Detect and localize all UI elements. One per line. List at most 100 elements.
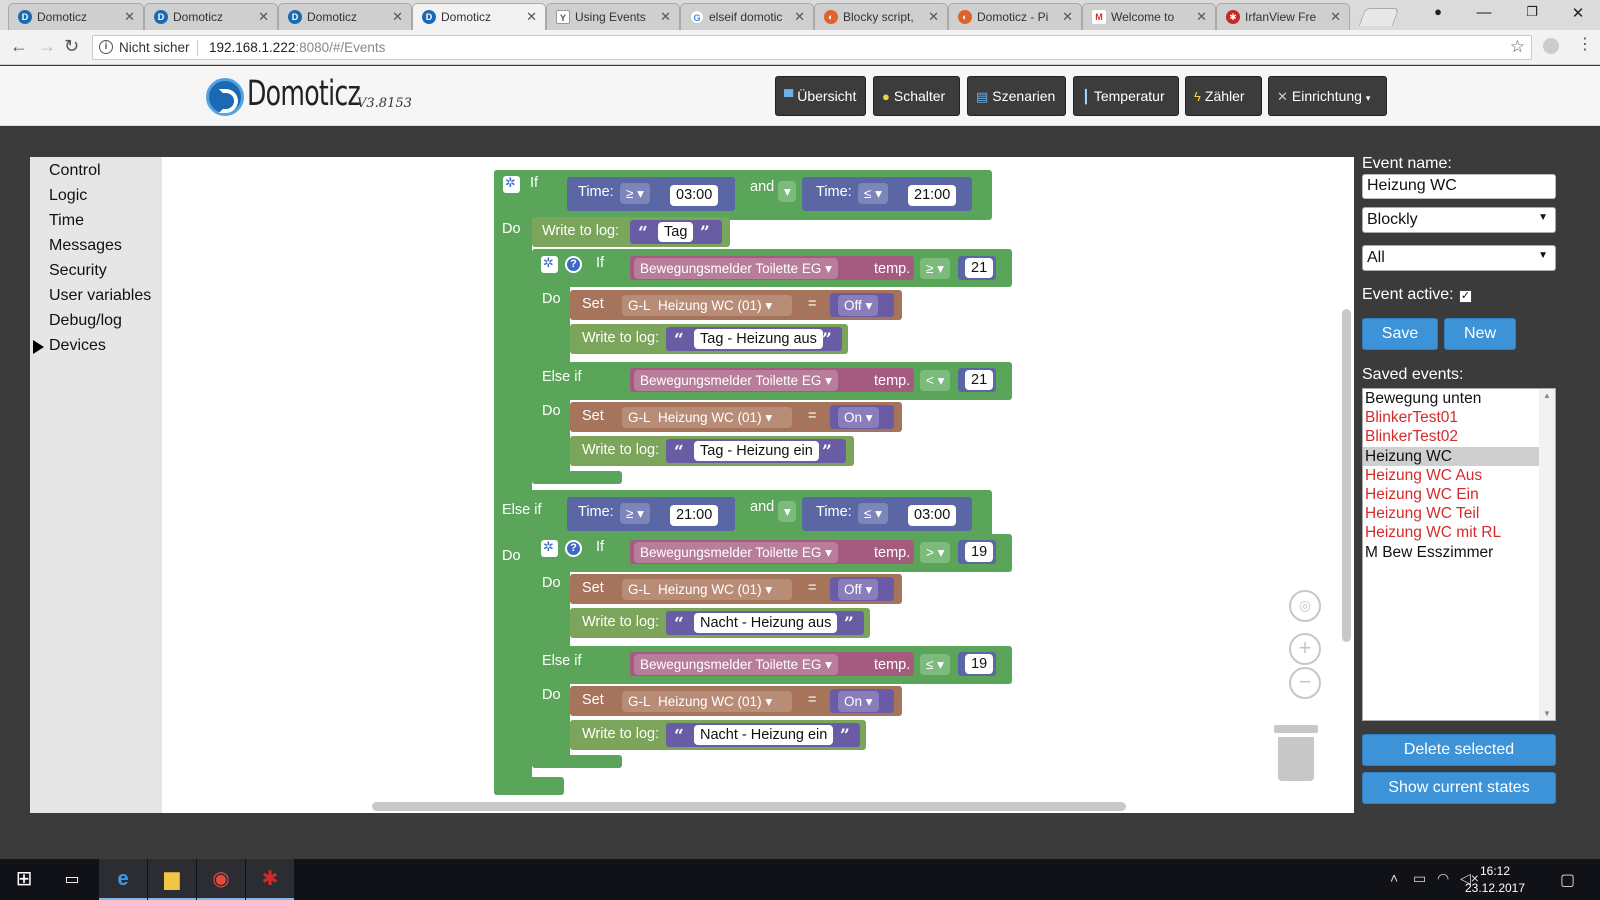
delete-selected-button[interactable]: Delete selected <box>1362 734 1556 766</box>
zoom-out-icon[interactable]: − <box>1289 667 1321 699</box>
extension-icon[interactable] <box>1543 38 1559 54</box>
category-user-variables[interactable]: User variables <box>49 287 152 304</box>
close-icon[interactable]: ✕ <box>928 9 939 24</box>
saved-event-item[interactable]: BlinkerTest02 <box>1365 428 1459 446</box>
category-debug-log[interactable]: Debug/log <box>49 312 122 329</box>
operator-dropdown[interactable]: ≥ ▾ <box>920 258 950 279</box>
new-tab-button[interactable] <box>1358 8 1400 26</box>
saved-event-item[interactable]: Heizung WC Ein <box>1365 485 1479 503</box>
irfanview-icon[interactable]: ✱ <box>246 859 294 900</box>
operator-dropdown[interactable]: ≥ ▾ <box>620 503 650 524</box>
gear-icon[interactable] <box>541 539 558 557</box>
number-field[interactable]: 19 <box>965 542 994 562</box>
vertical-scrollbar[interactable] <box>1342 309 1351 642</box>
browser-tab[interactable]: ◐ Domoticz - Pi ✕ <box>948 3 1082 30</box>
state-dropdown[interactable]: Off ▾ <box>838 579 879 600</box>
task-view-icon[interactable]: ▭ <box>64 871 80 888</box>
category-security[interactable]: Security <box>49 262 107 279</box>
category-logic[interactable]: Logic <box>49 187 88 204</box>
system-clock[interactable]: 16:12 23.12.2017 <box>1460 863 1530 897</box>
log-text-field[interactable]: Tag - Heizung ein <box>694 441 819 461</box>
new-button[interactable]: New <box>1444 318 1516 350</box>
gear-icon[interactable] <box>503 175 520 193</box>
time-field[interactable]: 21:00 <box>908 185 957 206</box>
switch-device-dropdown[interactable]: G-L Heizung WC (01) ▾ <box>622 691 792 712</box>
event-name-field[interactable]: Heizung WC <box>1362 174 1556 199</box>
maximize-icon[interactable]: ❐ <box>1526 4 1538 19</box>
device-dropdown[interactable]: Bewegungsmelder Toilette EG ▾ <box>634 542 838 563</box>
event-type-select[interactable]: Blockly▼ <box>1362 207 1556 233</box>
device-dropdown[interactable]: Bewegungsmelder Toilette EG ▾ <box>634 258 838 279</box>
log-text-field[interactable]: Tag <box>658 222 694 242</box>
browser-tab[interactable]: M Welcome to ✕ <box>1082 3 1216 30</box>
number-field[interactable]: 19 <box>965 654 994 674</box>
time-field[interactable]: 03:00 <box>908 505 957 526</box>
operator-dropdown[interactable]: ≤ ▾ <box>858 183 888 204</box>
window-close-icon[interactable]: ✕ <box>1571 5 1585 22</box>
network-icon[interactable]: ◠ <box>1437 870 1450 886</box>
chevron-down-icon[interactable]: ▾ <box>778 501 796 522</box>
state-dropdown[interactable]: On ▾ <box>838 691 879 712</box>
saved-event-item-selected[interactable]: Heizung WC <box>1363 446 1555 466</box>
close-icon[interactable]: ✕ <box>124 9 135 24</box>
help-icon[interactable]: ? <box>565 256 582 273</box>
volume-icon[interactable]: ◁× <box>1460 870 1479 886</box>
device-filter-select[interactable]: All▼ <box>1362 245 1556 271</box>
url-input[interactable]: i Nicht sicher 192.168.1.222:8080/#/Even… <box>92 35 1532 60</box>
nav-temperature[interactable]: ┃Temperatur <box>1073 76 1179 116</box>
saved-event-item[interactable]: M Bew Esszimmer <box>1365 543 1494 561</box>
number-field[interactable]: 21 <box>965 370 994 390</box>
nav-setup[interactable]: ✕Einrichtung ▾ <box>1268 76 1387 116</box>
switch-device-dropdown[interactable]: G-L Heizung WC (01) ▾ <box>622 295 792 316</box>
back-icon[interactable]: ← <box>10 36 28 56</box>
gear-icon[interactable] <box>541 255 558 273</box>
chevron-up-icon[interactable]: ˄ <box>1390 870 1399 886</box>
close-icon[interactable]: ✕ <box>1330 9 1341 24</box>
save-button[interactable]: Save <box>1362 318 1438 350</box>
operator-dropdown[interactable]: ≤ ▾ <box>920 654 950 675</box>
log-text-field[interactable]: Nacht - Heizung aus <box>694 613 838 633</box>
device-dropdown[interactable]: Bewegungsmelder Toilette EG ▾ <box>634 654 838 675</box>
close-icon[interactable]: ✕ <box>794 9 805 24</box>
category-messages[interactable]: Messages <box>49 237 122 254</box>
category-control[interactable]: Control <box>49 162 101 179</box>
close-icon[interactable]: ✕ <box>1062 9 1073 24</box>
chrome-icon[interactable]: ◉ <box>197 859 245 900</box>
switch-device-dropdown[interactable]: G-L Heizung WC (01) ▾ <box>622 579 792 600</box>
browser-tab[interactable]: D Domoticz ✕ <box>278 3 412 30</box>
log-text-field[interactable]: Nacht - Heizung ein <box>694 725 834 745</box>
browser-tab[interactable]: D Domoticz ✕ <box>144 3 278 30</box>
saved-event-item[interactable]: BlinkerTest01 <box>1365 409 1459 427</box>
zoom-in-icon[interactable]: + <box>1289 633 1321 665</box>
close-icon[interactable]: ✕ <box>392 9 403 24</box>
list-scrollbar[interactable]: ▲ ▼ <box>1539 389 1555 720</box>
operator-dropdown[interactable]: ≥ ▾ <box>620 183 650 204</box>
edge-icon[interactable]: e <box>99 859 147 900</box>
time-field[interactable]: 03:00 <box>670 185 719 206</box>
close-icon[interactable]: ✕ <box>258 9 269 24</box>
trash-icon[interactable] <box>1278 737 1314 781</box>
nav-overview[interactable]: ▀Übersicht <box>775 76 866 116</box>
saved-event-item[interactable]: Bewegung unten <box>1365 390 1482 407</box>
browser-tab[interactable]: G elseif domotic ✕ <box>680 3 814 30</box>
nav-switches[interactable]: ●Schalter <box>873 76 960 116</box>
scroll-down-icon[interactable]: ▼ <box>1543 709 1551 718</box>
device-dropdown[interactable]: Bewegungsmelder Toilette EG ▾ <box>634 370 838 391</box>
browser-tab-active[interactable]: D Domoticz ✕ <box>412 3 546 31</box>
reload-icon[interactable]: ↻ <box>64 36 80 56</box>
close-icon[interactable]: ✕ <box>660 9 671 24</box>
chevron-down-icon[interactable]: ▾ <box>778 181 796 202</box>
show-current-states-button[interactable]: Show current states <box>1362 772 1556 804</box>
notification-icon[interactable]: ▢ <box>1560 872 1576 889</box>
state-dropdown[interactable]: Off ▾ <box>838 295 879 316</box>
browser-tab[interactable]: ◐ Blocky script, ✕ <box>814 3 948 30</box>
event-active-checkbox[interactable]: ✓ <box>1459 290 1472 303</box>
operator-dropdown[interactable]: ≤ ▾ <box>858 503 888 524</box>
horizontal-scrollbar[interactable] <box>372 802 1126 811</box>
number-field[interactable]: 21 <box>965 258 994 278</box>
profile-icon[interactable]: ● <box>1434 4 1442 19</box>
recenter-icon[interactable]: ◎ <box>1289 590 1321 622</box>
windows-start-icon[interactable]: ⊞ <box>15 868 33 890</box>
nav-scenes[interactable]: ▤Szenarien <box>967 76 1066 116</box>
